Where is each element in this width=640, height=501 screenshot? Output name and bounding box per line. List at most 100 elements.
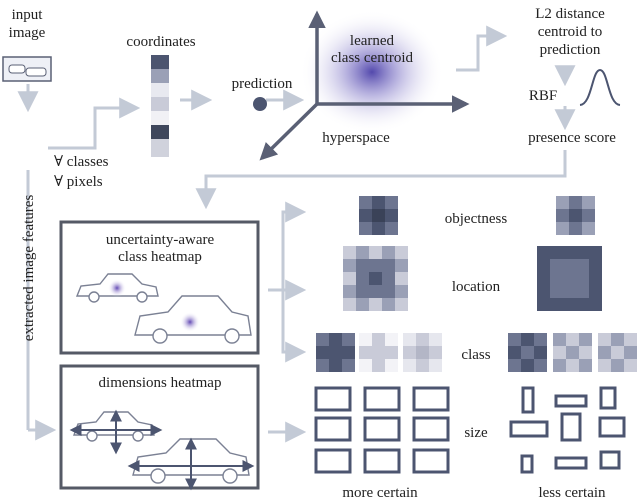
input-label-2: image (9, 25, 46, 41)
size-box-uncertain (509, 420, 549, 438)
location-uncertain-cell (563, 259, 576, 272)
hyperspace-axes (259, 10, 470, 161)
location-certain-cell (395, 285, 408, 298)
objectness-certain-cell (372, 209, 385, 222)
objectness-uncertain-cell (569, 222, 582, 235)
location-certain-cell (395, 246, 408, 259)
prediction-dot (253, 97, 267, 111)
size-box-certain (363, 416, 401, 442)
class-b-uncertain-cell (566, 333, 579, 346)
location-certain-cell (395, 272, 408, 285)
objectness-uncertain-cell (582, 222, 595, 235)
class-c-certain-cell (429, 359, 442, 372)
size-label: size (464, 425, 488, 441)
location-certain-cell (343, 246, 356, 259)
size-box-uncertain (520, 454, 534, 474)
class-c-uncertain-cell (624, 333, 637, 346)
centroid-label: class centroid (331, 50, 414, 66)
rbf-label: RBF (529, 88, 557, 104)
class-a-certain-cell (316, 346, 329, 359)
location-certain-cell (343, 259, 356, 272)
class-c-certain-cell (416, 359, 429, 372)
objectness-uncertain-cell (569, 209, 582, 222)
class-b-uncertain-cell (566, 359, 579, 372)
location-certain-cell (369, 259, 382, 272)
location-uncertain-cell (576, 272, 589, 285)
location-uncertain-cell (537, 246, 550, 259)
location-uncertain-cell (563, 272, 576, 285)
coordinates-label: coordinates (126, 34, 195, 50)
class-centroid-glow (300, 10, 444, 134)
class-a-uncertain-cell (521, 333, 534, 346)
class-label: class (461, 347, 490, 363)
class-a-uncertain-cell (521, 359, 534, 372)
class-c-uncertain-cell (611, 359, 624, 372)
objectness-certain-cell (359, 196, 372, 209)
class-a-certain-cell (316, 333, 329, 346)
forall-classes-label: ∀ classes (54, 154, 109, 170)
size-box-certain (412, 448, 450, 474)
location-uncertain-cell (589, 259, 602, 272)
l2-label-2: centroid to (538, 24, 603, 40)
location-certain-cell (343, 285, 356, 298)
class-a-uncertain-cell (521, 346, 534, 359)
location-uncertain-cell (550, 298, 563, 311)
l2-label-1: L2 distance (535, 6, 605, 22)
size-box-certain (314, 386, 352, 412)
location-certain-cell (369, 298, 382, 311)
location-uncertain-cell (537, 298, 550, 311)
class-b-uncertain-cell (579, 333, 592, 346)
presence-label: presence score (528, 130, 616, 146)
objectness-uncertain-cell (556, 196, 569, 209)
size-box-uncertain (599, 386, 617, 410)
size-box-certain (412, 416, 450, 442)
location-uncertain-cell (576, 259, 589, 272)
objectness-certain-cell (359, 209, 372, 222)
location-uncertain-cell (589, 298, 602, 311)
size-box-uncertain (560, 412, 582, 442)
location-certain-cell (369, 272, 382, 285)
objectness-uncertain-cell (569, 196, 582, 209)
location-certain-cell (395, 259, 408, 272)
objectness-uncertain-cell (582, 209, 595, 222)
size-box-certain (314, 448, 352, 474)
location-certain-cell (369, 285, 382, 298)
class-c-certain-cell (416, 346, 429, 359)
class-b-uncertain-cell (579, 346, 592, 359)
class-a-uncertain-cell (534, 333, 547, 346)
size-box-uncertain (598, 416, 626, 438)
input-label-1: input (12, 7, 44, 23)
size-box-uncertain (554, 394, 588, 408)
rbf-curve (579, 68, 621, 106)
location-certain-cell (356, 298, 369, 311)
objectness-uncertain-cell (582, 196, 595, 209)
location-uncertain-cell (576, 298, 589, 311)
class-a-certain-cell (329, 346, 342, 359)
class-a-certain-cell (316, 359, 329, 372)
objectness-certain-cell (359, 222, 372, 235)
class-a-certain-cell (329, 359, 342, 372)
class-c-certain-cell (403, 359, 416, 372)
class-a-uncertain-cell (534, 346, 547, 359)
class-c-certain-cell (403, 346, 416, 359)
location-uncertain-cell (550, 285, 563, 298)
location-certain-cell (356, 285, 369, 298)
hyperspace-label: hyperspace (322, 130, 390, 146)
class-c-uncertain-cell (598, 359, 611, 372)
location-uncertain-cell (537, 285, 550, 298)
class-b-certain-cell (372, 346, 385, 359)
input-image (2, 56, 52, 82)
objectness-label: objectness (445, 211, 508, 227)
location-uncertain-cell (563, 298, 576, 311)
class-b-certain-cell (385, 359, 398, 372)
forall-pixels-label: ∀ pixels (54, 174, 103, 190)
heat-spot-small (108, 279, 126, 297)
class-a-certain-cell (342, 346, 355, 359)
location-uncertain-cell (537, 259, 550, 272)
class-b-certain-cell (372, 333, 385, 346)
location-certain-cell (382, 298, 395, 311)
objectness-uncertain-cell (556, 222, 569, 235)
class-b-uncertain-cell (553, 346, 566, 359)
size-box-certain (412, 386, 450, 412)
